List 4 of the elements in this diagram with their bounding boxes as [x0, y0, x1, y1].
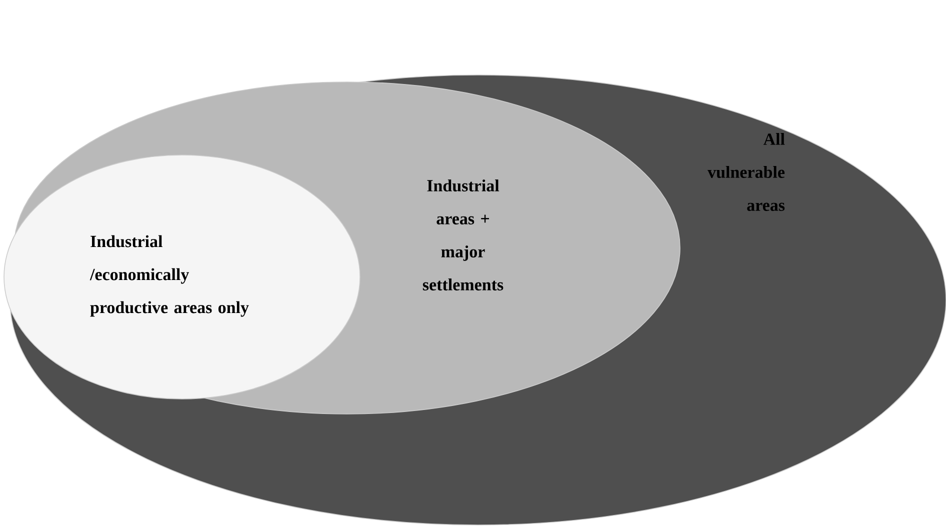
- ellipse-label: All vulnerable areas: [708, 133, 785, 211]
- ellipse-label: Industrial areas + major settlements: [422, 180, 504, 290]
- ellipse-label: Industrial /economically productive areas only: [90, 235, 249, 317]
- ellipse: [4, 154, 360, 400]
